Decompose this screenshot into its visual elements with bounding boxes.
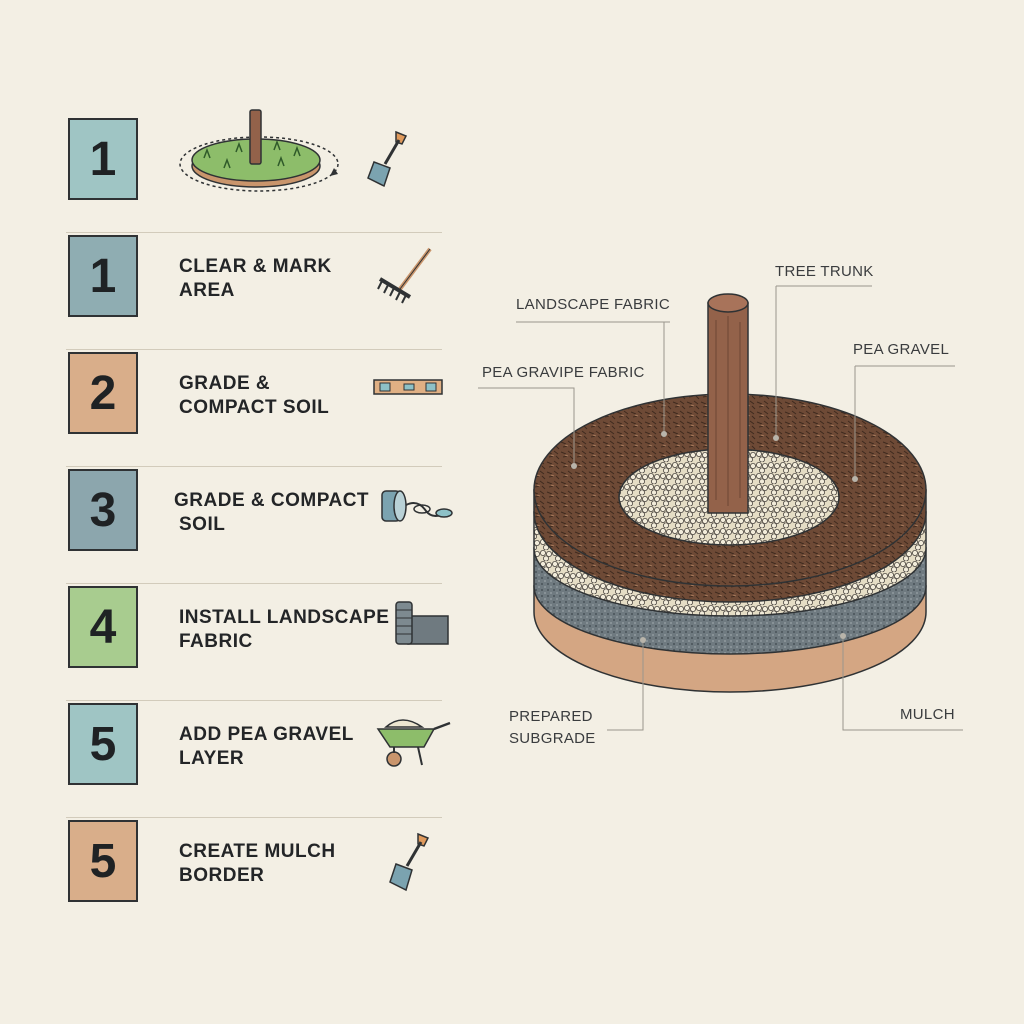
step-label-line: AREA (179, 280, 235, 301)
step-number-badge: 1 (68, 235, 138, 317)
roller-icon (381, 490, 453, 522)
step-label-line: INSTALL LANDSCAPE (179, 607, 390, 628)
mark-area-illustration (179, 109, 339, 192)
step-row: 1 (66, 109, 442, 233)
step-label: CREATE MULCH BORDER (179, 840, 394, 888)
step-label-line: ADD PEA GRAVEL (179, 724, 354, 745)
step-label-line: SOIL (179, 514, 226, 535)
step-label: GRADE & COMPACT SOIL (174, 489, 389, 537)
callout-pea-gravel: PEA GRAVEL (853, 341, 950, 358)
step-row: 2 GRADE & COMPACT SOIL (66, 350, 443, 467)
step-label-line: CLEAR & MARK (179, 256, 332, 277)
step-label-line: GRADE & (179, 373, 271, 394)
step-row: 1 CLEAR & MARK AREA (66, 233, 442, 350)
callout-tree-trunk: TREE TRUNK (775, 263, 874, 280)
step-number-badge: 3 (68, 469, 138, 551)
callout-pea-gravel-fabric: PEA GRAVIPE FABRIC (482, 364, 645, 381)
callout-line: PREPARED (509, 708, 593, 725)
wheelbarrow-icon (376, 719, 451, 767)
step-row: 3 GRADE & COMPACT SOIL (66, 467, 453, 584)
step-list: 1 1 CLEAR & MARK AREA 2 (66, 109, 453, 935)
step-number-badge: 5 (68, 820, 138, 902)
step-label-line: COMPACT SOIL (179, 397, 330, 418)
callout-landscape-fabric: LANDSCAPE FABRIC (516, 296, 671, 313)
callout-mulch: MULCH (900, 706, 955, 723)
shovel-icon (389, 832, 430, 892)
step-number-badge: 5 (68, 703, 138, 785)
callout-prepared-subgrade: PREPARED SUBGRADE (509, 706, 596, 750)
step-label: CLEAR & MARK AREA (179, 255, 394, 303)
step-label: ADD PEA GRAVEL LAYER (179, 723, 394, 771)
step-row: 5 ADD PEA GRAVEL LAYER (66, 701, 451, 818)
step-row: 4 INSTALL LANDSCAPE FABRIC (66, 584, 449, 701)
callout-line: SUBGRADE (509, 730, 596, 747)
step-label: GRADE & COMPACT SOIL (179, 372, 394, 420)
step-label-line: GRADE & COMPACT (174, 490, 370, 511)
step-label-line: FABRIC (179, 631, 253, 652)
step-row: 5 CREATE MULCH BORDER (66, 818, 442, 935)
step-number-badge: 4 (68, 586, 138, 668)
step-label: INSTALL LANDSCAPE FABRIC (179, 606, 394, 654)
step-label-line: LAYER (179, 748, 245, 769)
step-number-badge: 1 (68, 118, 138, 200)
trowel-icon (367, 130, 408, 188)
step-number-badge: 2 (68, 352, 138, 434)
step-label-line: BORDER (179, 865, 265, 886)
fabric-roll-icon (395, 601, 449, 645)
level-icon (373, 379, 443, 395)
step-label-line: CREATE MULCH (179, 841, 336, 862)
rake-icon (377, 247, 432, 304)
